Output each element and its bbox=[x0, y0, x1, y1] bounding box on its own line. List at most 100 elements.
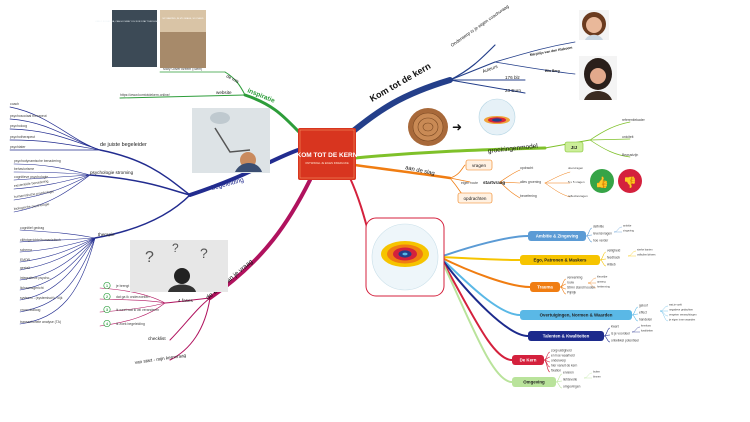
groei-title[interactable]: groeiringenmodel bbox=[487, 143, 538, 155]
sphere-large-node[interactable] bbox=[365, 217, 445, 297]
pill-sub-item[interactable]: geloof bbox=[639, 303, 648, 307]
slag-sub-item[interactable]: 5 x 5 vragen bbox=[568, 180, 585, 184]
pill-sub-item[interactable]: fixation bbox=[551, 368, 561, 372]
pill-mini-item[interactable]: kwaliteiten bbox=[641, 329, 654, 333]
fase-item[interactable]: ik zoek begeleiding bbox=[116, 322, 145, 326]
pill-mini-item[interactable]: negatieve gedachten bbox=[669, 308, 694, 312]
pill-sub-item[interactable]: zorgvuldigheid bbox=[551, 348, 572, 352]
slag-start-item[interactable]: beoefening bbox=[520, 194, 537, 198]
pill-sub-item[interactable]: liefdevolle bbox=[563, 377, 577, 381]
pill-sub-item[interactable]: feedback bbox=[607, 255, 620, 259]
kern-price[interactable]: 23 Euro bbox=[505, 88, 522, 93]
kern-author2[interactable]: Elia Berg bbox=[545, 69, 560, 73]
pill-sub-item[interactable]: ervaren bbox=[563, 370, 574, 374]
groei-item[interactable]: uniciteit bbox=[622, 135, 634, 139]
pill-mini-item[interactable]: je eigen inner waarden bbox=[668, 318, 696, 322]
stroming-item[interactable]: biologische psychologie bbox=[14, 202, 50, 211]
juiste-item[interactable]: psychotherapeut bbox=[10, 135, 35, 139]
slag-vragen-node[interactable]: vragen bbox=[465, 159, 493, 171]
pill-sub-item[interactable]: Pijnlijk bbox=[567, 290, 576, 294]
vraag-fases[interactable]: 4 fases bbox=[178, 298, 194, 303]
pill-mini-item[interactable]: vergeten verwachtingen bbox=[669, 313, 697, 317]
slag-sub-item[interactable]: reflectievragen bbox=[568, 194, 588, 198]
therapie-item[interactable]: cognitief gedrag bbox=[20, 226, 44, 230]
pill-sub-item[interactable]: verwerking bbox=[567, 275, 583, 279]
pill-0[interactable]: Ambitie & Zingeving bbox=[528, 231, 586, 241]
therapie-item[interactable]: transactionele analyse (TA) bbox=[20, 320, 61, 324]
juiste-item[interactable]: psycholoog bbox=[10, 124, 27, 128]
stroming-item[interactable]: behaviorisme bbox=[14, 167, 34, 171]
pill-mini-item[interactable]: opvang bbox=[597, 281, 606, 284]
therapie-item[interactable]: integratieve psycho... bbox=[20, 276, 52, 280]
stroming-item[interactable]: humanistische psychologie bbox=[14, 189, 55, 199]
pill-mini-item[interactable]: ambitie bbox=[623, 224, 632, 228]
slag-title[interactable]: aan de slag bbox=[405, 165, 436, 177]
slag-start-item[interactable]: opdracht bbox=[520, 166, 533, 170]
vraag-van-start[interactable]: van start - mijn kernvraag bbox=[134, 353, 186, 365]
groei-jij-node[interactable]: JIJ bbox=[564, 141, 584, 153]
kern-auteurs[interactable]: Auteurs bbox=[482, 64, 499, 74]
pill-sub-item[interactable]: rouw bbox=[567, 280, 575, 284]
therapie-item[interactable]: systeem - (systemisch) / kijk bbox=[20, 296, 63, 300]
vraag-checklist[interactable]: checklist bbox=[148, 336, 166, 341]
fase-item[interactable]: ik weet wat ik wil veranderen bbox=[116, 308, 159, 312]
pill-6[interactable]: Omgeving bbox=[512, 377, 556, 387]
pill-sub-item[interactable]: en hoe waarheid bbox=[551, 353, 575, 357]
pill-sub-item[interactable]: hoe verder bbox=[593, 238, 609, 242]
slag-start-item[interactable]: alles groening bbox=[520, 180, 541, 184]
juiste-item[interactable]: psychosociaal therapeut bbox=[10, 114, 47, 118]
kern-onderwerp[interactable]: Onderwerp is je eigen coachvraag bbox=[450, 3, 510, 47]
pill-sub-item[interactable]: kwart bbox=[611, 324, 619, 328]
slag-opdrachten-node[interactable]: opdrachten bbox=[457, 192, 493, 204]
stroming-item[interactable]: cognitieve psychologie bbox=[14, 175, 48, 179]
pill-sub-item[interactable]: levensvragen bbox=[593, 231, 612, 235]
center-node[interactable]: KOM TOT DE KERN ONTWIKKEL JE EIGEN INNER… bbox=[297, 128, 358, 180]
pill-mini-item[interactable]: wat je voelt bbox=[669, 303, 682, 307]
therapie-item[interactable]: cliëntgerichte/humanistisch bbox=[20, 238, 61, 242]
pill-sub-item[interactable]: A/Beb bbox=[607, 262, 616, 266]
inspiratie-mary[interactable]: Mary Oliver Breem (Siem) bbox=[163, 67, 202, 71]
therapie-item[interactable]: EMDR bbox=[20, 258, 31, 262]
pill-3[interactable]: Overtuigingen, Normen & Waarden bbox=[520, 310, 632, 320]
pill-sub-item[interactable]: veiligheid bbox=[607, 248, 621, 252]
begeleiding-therapie[interactable]: therapie bbox=[98, 232, 115, 237]
pill-sub-item[interactable]: definitie bbox=[593, 224, 604, 228]
begeleiding-stroming[interactable]: psychologie stroming bbox=[90, 170, 134, 175]
juiste-item[interactable]: coach bbox=[10, 102, 19, 106]
slag-eigen[interactable]: eigen route bbox=[461, 181, 478, 185]
juiste-item[interactable]: psychiater bbox=[10, 145, 26, 149]
therapie-item[interactable]: gestalt bbox=[20, 266, 30, 270]
inspiratie-website[interactable]: website bbox=[216, 90, 232, 95]
inspiratie-de-mis[interactable]: de mis bbox=[226, 73, 241, 84]
kern-pages[interactable]: 176 blz bbox=[505, 75, 521, 80]
slag-sub-item[interactable]: doorvragen bbox=[568, 166, 584, 170]
inspiratie-url[interactable]: https://www.komtotdekern.online/ bbox=[120, 93, 170, 97]
pill-sub-item[interactable]: hier vanuit de kern bbox=[551, 363, 577, 367]
therapie-item[interactable]: schema bbox=[20, 248, 32, 252]
pill-mini-item[interactable]: kleurrijke bbox=[597, 275, 608, 279]
fase-item[interactable]: je brengt ets... bbox=[115, 284, 138, 288]
slag-startvraag[interactable]: startvraag bbox=[483, 180, 505, 185]
stroming-item[interactable]: existentiële benadering bbox=[14, 179, 49, 188]
groei-item[interactable]: referentiekader bbox=[622, 118, 646, 122]
pill-sub-item[interactable]: omgevingen bbox=[563, 384, 581, 388]
pill-sub-item[interactable]: Stil-in stand houden bbox=[567, 285, 595, 289]
pill-sub-item[interactable]: effect bbox=[639, 310, 647, 314]
pill-mini-item[interactable]: herkenning bbox=[597, 285, 610, 289]
fase-item[interactable]: dat ga ik onderzoeken bbox=[116, 295, 149, 299]
stroming-item[interactable]: psychodynamische benadering bbox=[14, 159, 61, 163]
pill-sub-item[interactable]: ontwikkel potentieel bbox=[611, 338, 639, 342]
pill-1[interactable]: Ego, Patronen & Maskers bbox=[520, 255, 600, 265]
pill-mini-item[interactable]: kernkwa bbox=[641, 324, 651, 328]
pill-mini-item[interactable]: zingeving bbox=[623, 229, 635, 233]
kern-author1[interactable]: Marjolijn van den Klaboom bbox=[529, 46, 572, 57]
pill-mini-item[interactable]: valkuilen/drivers bbox=[637, 253, 656, 257]
pill-4[interactable]: Talenten & Kwaliteiten bbox=[528, 331, 604, 341]
pill-sub-item[interactable]: is je voordeel bbox=[611, 331, 630, 335]
pill-mini-item[interactable]: binnen bbox=[593, 375, 601, 379]
therapie-item[interactable]: lichaamsgericht bbox=[20, 286, 44, 290]
pill-sub-item[interactable]: onderwerp bbox=[551, 358, 566, 362]
pill-mini-item[interactable]: sterke kanten bbox=[637, 248, 653, 252]
pill-5[interactable]: De Kern bbox=[512, 355, 544, 365]
pill-sub-item[interactable]: handelen bbox=[639, 317, 652, 321]
